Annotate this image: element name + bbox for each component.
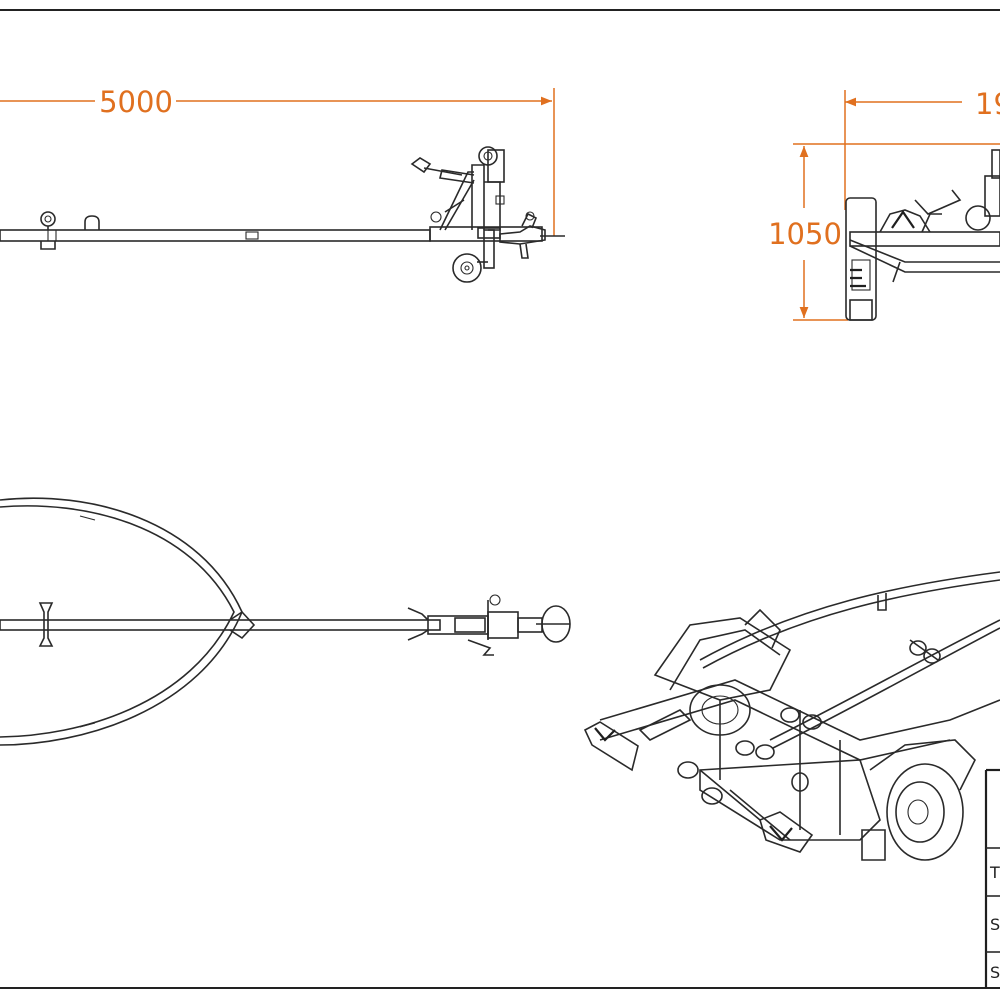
top-centre-beam bbox=[0, 610, 441, 640]
title-block: T S S bbox=[984, 768, 1000, 988]
top-drawbar bbox=[407, 594, 543, 656]
top-bunk-outer bbox=[0, 497, 243, 746]
side-hook bbox=[84, 215, 100, 230]
title-block-row-1: T bbox=[989, 863, 1000, 882]
width-dimension-label: 19 bbox=[975, 87, 1000, 121]
side-jockey-wheel bbox=[452, 227, 501, 283]
iso-rollers bbox=[677, 639, 941, 805]
height-dimension: 1050 bbox=[768, 143, 1000, 321]
side-keel-roller bbox=[40, 211, 56, 250]
front-winch bbox=[892, 149, 1000, 283]
top-view bbox=[0, 497, 571, 746]
height-dimension-label: 1050 bbox=[768, 217, 842, 251]
isometric-view bbox=[583, 571, 1000, 861]
length-dimension-label: 5000 bbox=[99, 85, 173, 119]
top-bunk-inner bbox=[0, 505, 235, 738]
side-frame-beam bbox=[0, 226, 565, 242]
side-view: 5000 bbox=[0, 85, 565, 283]
length-dimension: 5000 bbox=[0, 85, 555, 236]
side-winch-post bbox=[410, 146, 505, 231]
front-mudguard bbox=[845, 197, 877, 321]
top-jockey-wheel bbox=[536, 605, 571, 643]
front-cross-beam bbox=[849, 231, 1000, 273]
sheet-border bbox=[0, 9, 1000, 989]
title-block-row-3: S bbox=[990, 963, 1000, 982]
top-keel-roller bbox=[38, 602, 54, 647]
side-coupling bbox=[499, 211, 546, 259]
front-view: 19 1050 bbox=[768, 87, 1000, 321]
front-bunk-block bbox=[879, 189, 962, 233]
width-dimension: 19 bbox=[844, 87, 1000, 210]
title-block-row-2: S bbox=[990, 915, 1000, 934]
